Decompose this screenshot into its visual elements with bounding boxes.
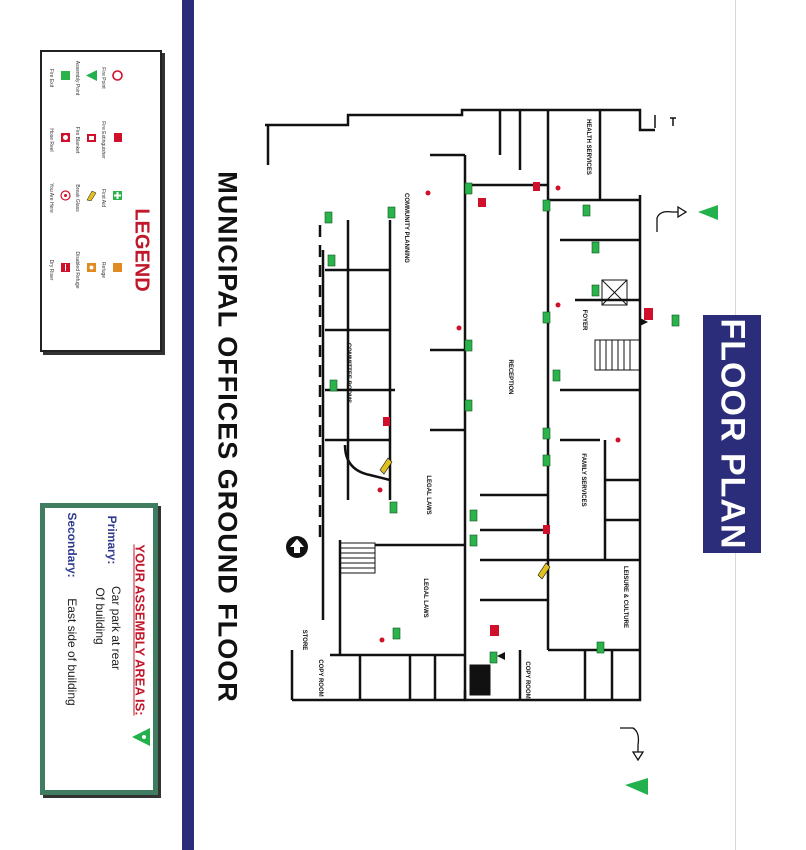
fire-exit-sign-icon — [61, 71, 70, 80]
fire-blanket-icon — [87, 134, 96, 142]
hose-reel-icon — [61, 133, 70, 142]
room-label-committee-rooms: COMMITTEE ROOMS — [345, 342, 351, 404]
assembly-point-marker — [698, 205, 718, 220]
assembly-area-panel — [40, 503, 158, 795]
legend: LEGEND — [40, 50, 162, 352]
assembly-point-icon — [132, 728, 150, 746]
refuge-icon — [113, 263, 122, 272]
assembly-point-icon — [86, 70, 97, 81]
assembly-point-marker — [625, 778, 648, 795]
room-label-copy-room-2: COPY ROOM — [524, 661, 530, 699]
room-label-copy-room: COPY ROOM — [317, 659, 323, 697]
room-label-store: STORE — [301, 629, 307, 651]
break-glass-icon — [86, 190, 97, 201]
room-label-community-planning: COMMUNITY PLANNING — [403, 193, 409, 263]
outer-wall — [265, 108, 655, 132]
room-label-legal-laws-2: LEGAL LAWS — [422, 578, 428, 618]
outer-wall — [463, 195, 642, 702]
dry-riser-icon — [61, 263, 70, 272]
floor-plan-badge: FLOOR PLAN — [703, 315, 761, 553]
first-aid-icon — [113, 191, 122, 200]
disabled-refuge-icon — [87, 263, 96, 272]
room-label-family-services: FAMILY SERVICES — [580, 453, 586, 507]
room-label-reception: RECEPTION — [507, 359, 513, 395]
divider-bar — [182, 0, 194, 850]
room-label-foyer: FOYER — [581, 309, 587, 331]
fire-point-icon — [112, 70, 123, 81]
you-are-here-icon — [60, 190, 71, 201]
room-label-health-services: HEALTH SERVICES — [585, 119, 591, 175]
fire-extinguisher-icon — [114, 133, 122, 142]
room-label-legal-laws: LEGAL LAWS — [425, 475, 431, 515]
room-label-leisure-culture: LEISURE & CULTURE — [622, 566, 628, 628]
